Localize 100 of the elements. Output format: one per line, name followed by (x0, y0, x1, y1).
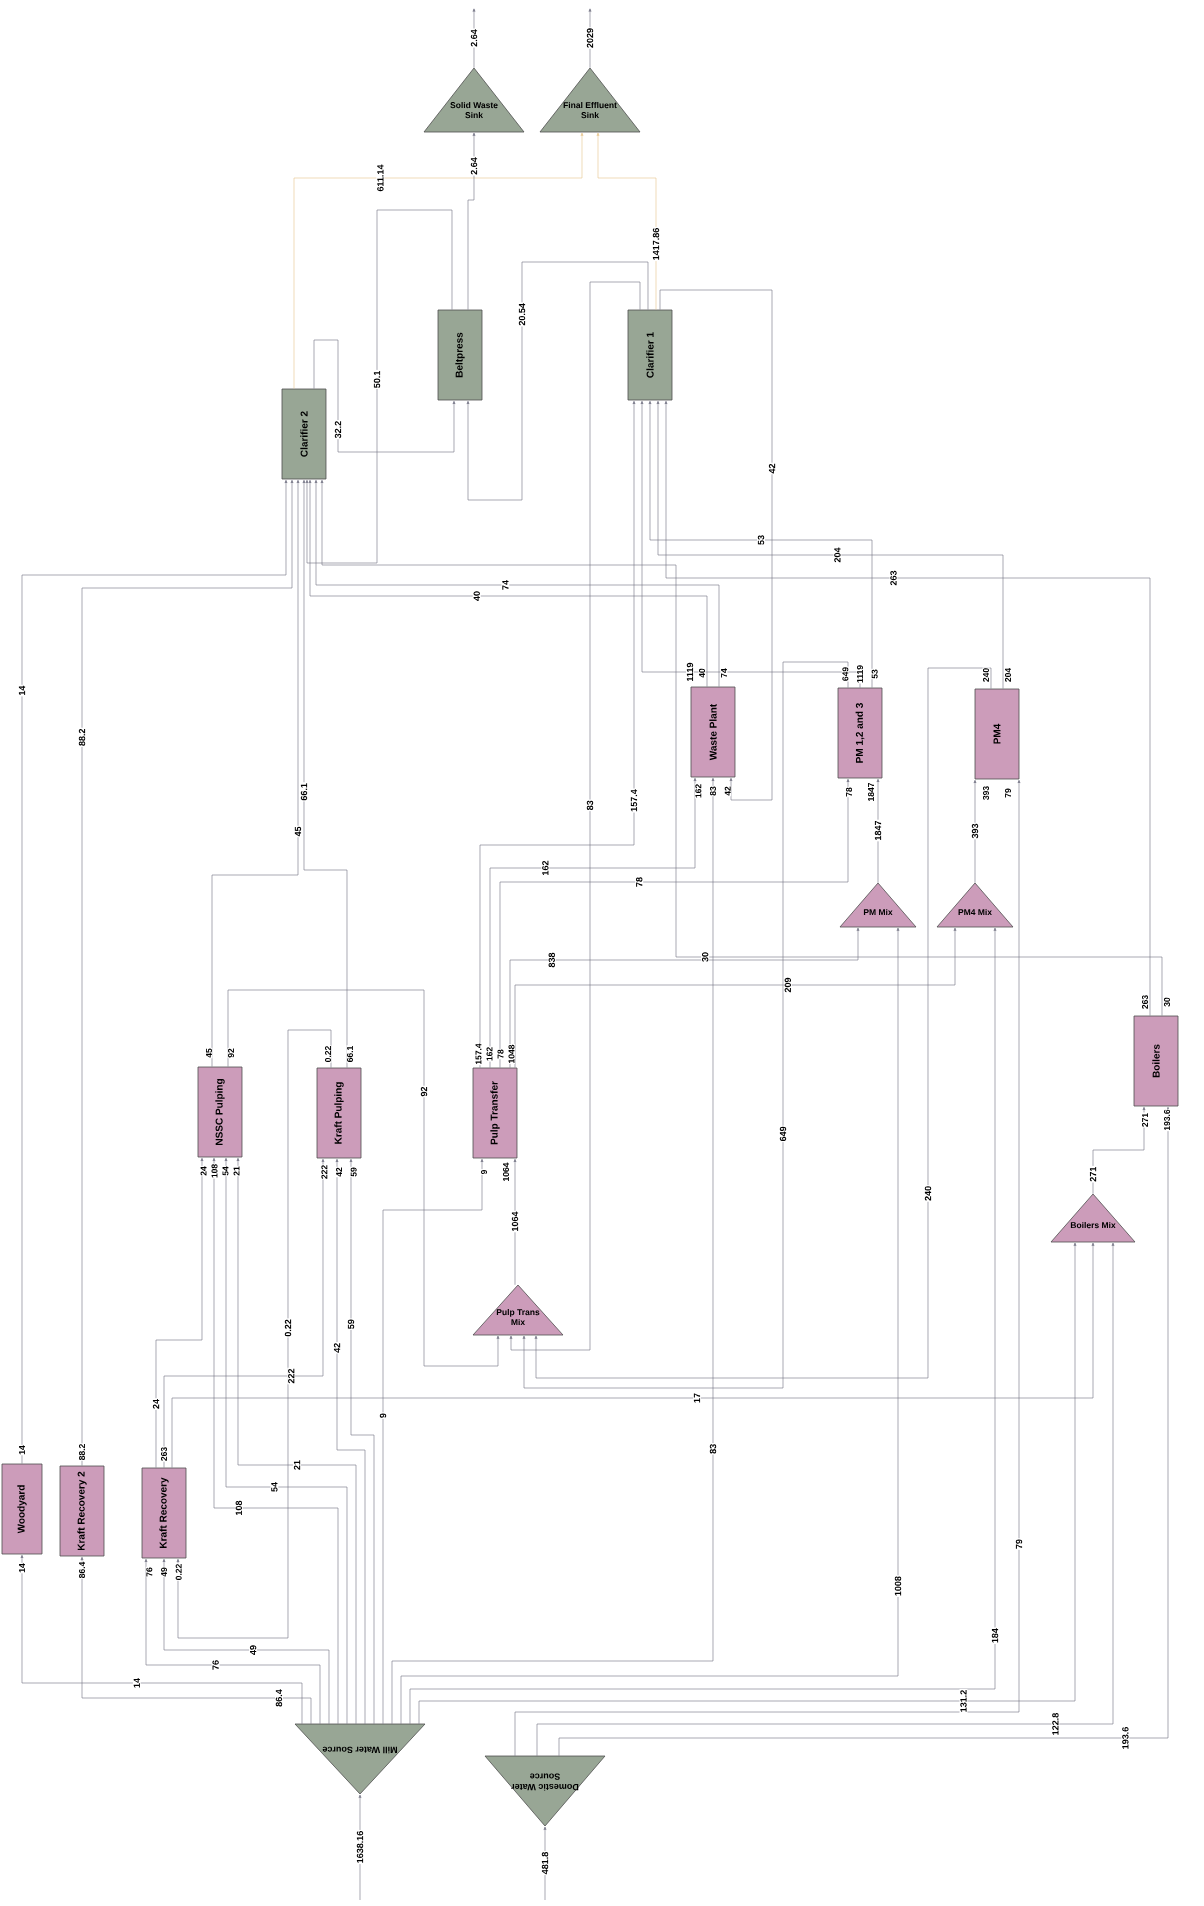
flow-arrow (664, 400, 1151, 1016)
edge-label: 50.1 (373, 369, 381, 389)
process-box: PM4 (974, 688, 1020, 780)
port-label: 54 (222, 1165, 229, 1177)
flow-arrow (212, 1157, 339, 1725)
flow-arrow (320, 479, 1163, 1016)
process-box: Clarifier 2 (281, 388, 327, 480)
port-label: 78 (497, 1048, 504, 1060)
flow-arrow (349, 1158, 375, 1725)
edge-label: 393 (971, 822, 979, 840)
flow-arrow (211, 479, 300, 1067)
port-label: 1064 (502, 1162, 510, 1182)
flow-arrow (467, 132, 476, 310)
edge-label: 1847 (874, 819, 882, 842)
flow-arrow (176, 1029, 332, 1639)
edge-label: 92 (420, 1085, 428, 1098)
flow-arrow (236, 1157, 357, 1725)
edge-label: 157.4 (630, 788, 638, 813)
flow-arrow (514, 779, 1021, 1757)
port-label: 83 (709, 785, 717, 797)
flow-arrow (409, 927, 997, 1725)
flow-arrow (522, 661, 849, 1389)
flow-arrow (656, 400, 1004, 689)
edge-label: 78 (635, 876, 644, 888)
flow-arrow (509, 281, 641, 1351)
process-box: Pulp Transfer (472, 1067, 518, 1159)
flow-arrow (499, 778, 850, 1068)
flow-arrow (227, 989, 500, 1367)
process-box: Waste Plant (690, 686, 736, 778)
port-label: 24 (200, 1165, 207, 1177)
port-label: 9 (480, 1169, 488, 1175)
edge-label: 481.8 (541, 1850, 549, 1876)
process-box: Boilers (1133, 1015, 1179, 1107)
edge-label: 21 (293, 1459, 301, 1471)
port-label: 204 (1004, 667, 1012, 683)
port-label: 0.22 (324, 1045, 332, 1063)
edge-label: 204 (833, 546, 842, 564)
port-label: 59 (350, 1166, 358, 1178)
flow-arrow (335, 1158, 366, 1725)
edge-label: 74 (501, 579, 510, 591)
process-box: Clarifier 1 (627, 309, 673, 401)
port-label: 78 (845, 786, 853, 798)
mixer-triangle: PM4 Mix (936, 882, 1014, 928)
edge-label: 76 (211, 1659, 220, 1671)
edge-label: 131.2 (959, 1688, 968, 1714)
flow-arrow (876, 778, 880, 884)
edge-label: 1119 (686, 661, 694, 683)
port-label: 1847 (867, 782, 875, 802)
edge-label: 86.4 (274, 1688, 283, 1708)
edge-label: 1064 (511, 1210, 519, 1233)
process-box: PM 1,2 and 3 (837, 687, 883, 779)
edge-label: 30 (701, 951, 710, 963)
port-label: 14 (18, 1444, 26, 1456)
port-label: 162 (694, 783, 702, 799)
flow-arrow (305, 209, 453, 564)
port-label: 108 (211, 1163, 218, 1179)
flow-arrow (302, 479, 348, 1068)
port-label: 157.4 (475, 1042, 482, 1066)
port-label: 649 (841, 666, 849, 682)
flow-arrow (81, 479, 294, 1466)
edge-label: 79 (1015, 1538, 1023, 1550)
flow-arrow (171, 1242, 1095, 1468)
edge-label: 209 (783, 976, 792, 994)
flow-arrow (513, 1158, 517, 1286)
edge-label: 108 (234, 1499, 243, 1517)
edge-label: 17 (693, 1392, 701, 1404)
edge-label: 838 (547, 951, 556, 969)
port-label: 393 (982, 785, 990, 801)
flow-arrow (534, 667, 992, 1379)
source-triangle: Domestic Water Source (484, 1755, 606, 1827)
edge-label: 271 (1089, 1165, 1097, 1183)
edge-label: 20.54 (518, 302, 526, 327)
port-label: 263 (160, 1446, 168, 1462)
edge-label: 83 (709, 1443, 717, 1455)
port-label: 88.2 (78, 1443, 86, 1461)
edge-label: 49 (249, 1644, 258, 1656)
process-box: Kraft Pulping (316, 1067, 362, 1159)
edge-label: 2.64 (470, 156, 478, 176)
port-label: 79 (1004, 787, 1012, 799)
flow-arrow (509, 927, 860, 1068)
port-label: 21 (233, 1165, 240, 1177)
port-label: 76 (145, 1566, 153, 1578)
flow-arrow (20, 1554, 303, 1725)
mixer-triangle: Boilers Mix (1050, 1193, 1136, 1243)
flow-arrow (224, 1157, 348, 1725)
port-label: 40 (698, 667, 706, 679)
edge-label: 14 (132, 1677, 141, 1689)
flow-arrow (155, 1157, 204, 1468)
port-label: 45 (205, 1047, 213, 1059)
port-label: 49 (160, 1566, 168, 1578)
flow-arrow (973, 779, 977, 884)
port-label: 263 (1141, 994, 1149, 1010)
edge-label: 162 (541, 859, 550, 877)
process-box: NSSC Pulping (197, 1066, 243, 1158)
flow-arrow (489, 777, 697, 1068)
edge-label: 53 (757, 534, 765, 546)
edge-label: 54 (270, 1481, 279, 1493)
flow-arrow (536, 1242, 1115, 1757)
process-box: Kraft Recovery 2 (59, 1465, 105, 1557)
flow-arrow (400, 927, 900, 1725)
